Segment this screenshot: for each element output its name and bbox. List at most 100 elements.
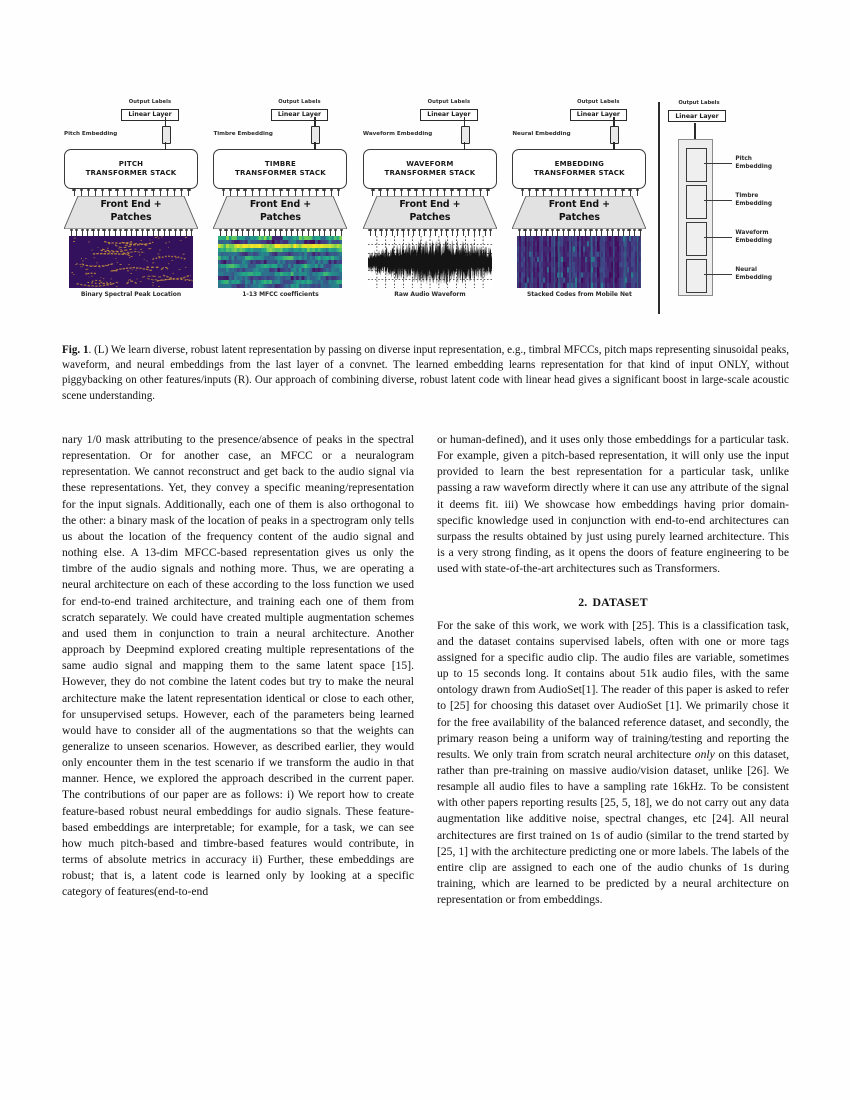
patch-pins-lower xyxy=(68,229,194,236)
right-paragraph-2-emphasis: only xyxy=(694,747,715,761)
transformer-stack-line-1: TIMBRE xyxy=(264,160,296,169)
embedding-row: Pitch Embedding xyxy=(62,117,200,150)
patch-pins-upper xyxy=(219,189,341,196)
embedding-label: Waveform Embedding xyxy=(362,131,433,137)
linear-layer-row: Linear Layer xyxy=(361,107,499,123)
tag-line-2: Embedding xyxy=(735,237,773,244)
front-end-trapezoid: Front End +Patches xyxy=(213,196,348,229)
embedding-token xyxy=(162,126,171,144)
output-labels-text: Output Labels xyxy=(278,98,321,105)
right-embedding-slot-timbre xyxy=(686,185,708,219)
front-end-trapezoid-text: Front End +Patches xyxy=(399,199,461,223)
linear-layer-box: Linear Layer xyxy=(420,109,478,121)
figure-caption-text: . (L) We learn diverse, robust latent re… xyxy=(62,344,789,402)
right-paragraph-1: or human-defined), and it uses only thos… xyxy=(437,433,789,576)
output-labels-text: Output Labels xyxy=(128,98,172,105)
transformer-stack-line-1: PITCH xyxy=(118,160,144,169)
section-heading-dataset: 2.DATASET xyxy=(437,594,789,610)
figure-caption-label: Fig. 1 xyxy=(62,344,89,356)
output-labels-row: Output Labels xyxy=(361,98,499,107)
tag-line-1: Pitch xyxy=(735,156,752,162)
right-output-labels-text: Output Labels xyxy=(678,100,720,106)
front-end-trapezoid: Front End +Patches xyxy=(512,196,647,229)
right-leader-line-pitch xyxy=(704,163,733,165)
output-labels-text: Output Labels xyxy=(427,98,471,105)
linear-layer-box: Linear Layer xyxy=(569,109,627,121)
front-end-trapezoid-text: Front End +Patches xyxy=(249,199,311,223)
embedding-stem-top xyxy=(314,117,316,126)
embedding-stem-bottom xyxy=(613,142,615,150)
input-representation-image xyxy=(517,236,642,288)
transformer-stack-line-2: TRANSFORMER STACK xyxy=(384,169,476,177)
patch-pins-upper xyxy=(369,189,491,196)
embedding-label: Pitch Embedding xyxy=(64,131,118,137)
embedding-row: Waveform Embedding xyxy=(361,117,499,150)
right-connector-stem xyxy=(694,123,696,140)
front-end-trapezoid: Front End +Patches xyxy=(64,196,198,229)
figure-vertical-divider xyxy=(658,102,661,314)
front-end-trapezoid-text: Front End +Patches xyxy=(548,199,610,223)
embedding-stem-top xyxy=(613,117,615,126)
embedding-stem-bottom xyxy=(463,142,466,150)
patch-pins-upper xyxy=(70,189,192,196)
right-linear-layer-box: Linear Layer xyxy=(668,110,726,122)
transformer-stack-line-1: EMBEDDING xyxy=(554,160,605,169)
right-embedding-slot-neural xyxy=(686,259,708,293)
left-paragraph-1: nary 1/0 mask attributing to the presenc… xyxy=(62,433,414,899)
body-right-column: or human-defined), and it uses only thos… xyxy=(437,432,789,908)
embedding-label: Neural Embedding xyxy=(512,131,571,137)
right-paragraph-2-part-b: on this dataset, rather than pre-trainin… xyxy=(437,747,789,907)
figure-caption: Fig. 1. (L) We learn diverse, robust lat… xyxy=(62,343,789,404)
front-end-trapezoid: Front End +Patches xyxy=(362,196,497,229)
tag-line-2: Embedding xyxy=(735,200,773,207)
right-embedding-slot-pitch xyxy=(686,148,708,182)
right-leader-line-waveform xyxy=(704,237,733,239)
patch-pins-lower xyxy=(516,229,642,236)
section-title: DATASET xyxy=(592,595,648,610)
output-labels-row: Output Labels xyxy=(510,98,648,107)
output-labels-row: Output Labels xyxy=(62,98,200,107)
right-paragraph-2-part-a: For the sake of this work, we work with … xyxy=(437,618,789,761)
tag-line-1: Waveform xyxy=(735,230,769,236)
right-leader-line-neural xyxy=(704,274,733,276)
tag-line-1: Timbre xyxy=(735,193,759,199)
input-representation-caption: Stacked Codes from Mobile Net xyxy=(526,291,632,298)
body-left-column: nary 1/0 mask attributing to the presenc… xyxy=(62,432,414,901)
front-end-trapezoid-text: Front End +Patches xyxy=(100,199,162,223)
output-labels-text: Output Labels xyxy=(577,98,620,105)
embedding-token xyxy=(460,126,470,144)
transformer-stack-line-2: TRANSFORMER STACK xyxy=(235,169,326,177)
tag-line-2: Embedding xyxy=(735,274,773,281)
transformer-stack-line-2: TRANSFORMER STACK xyxy=(85,169,177,177)
embedding-stem-bottom xyxy=(314,142,316,150)
input-representation-caption: Binary Spectral Peak Location xyxy=(80,291,182,298)
input-representation-image xyxy=(218,236,343,288)
patch-pins-lower xyxy=(217,229,343,236)
embedding-token xyxy=(311,126,321,144)
patch-pins-lower xyxy=(367,229,493,236)
embedding-row: Timbre Embedding xyxy=(211,117,349,150)
input-representation-image xyxy=(367,236,492,288)
transformer-stack-line-2: TRANSFORMER STACK xyxy=(533,169,625,177)
embedding-label: Timbre Embedding xyxy=(213,131,273,137)
input-representation-caption: Raw Audio Waveform xyxy=(394,291,466,298)
right-embedding-slot-waveform xyxy=(686,222,708,256)
output-labels-row: Output Labels xyxy=(211,98,349,107)
transformer-stack-line-1: WAVEFORM xyxy=(406,160,454,169)
tag-line-1: Neural xyxy=(735,267,758,273)
